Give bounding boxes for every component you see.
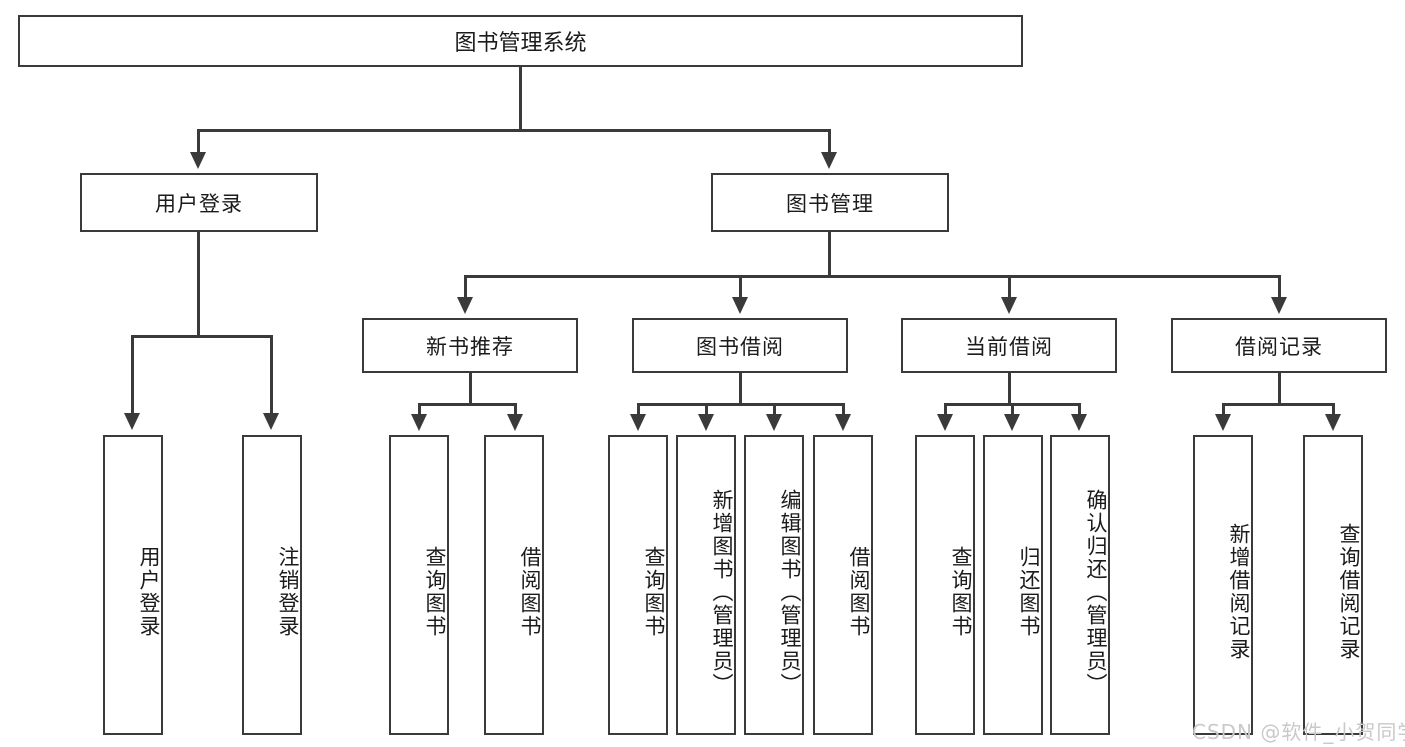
leaf-new-book-1[interactable]: 查询图书 bbox=[389, 435, 449, 735]
leaf-current-borrow-3[interactable]: 确认归还（管理员） bbox=[1050, 435, 1110, 735]
arrow-new-book-leaf-1 bbox=[411, 414, 427, 431]
node-label: 图书管理系统 bbox=[454, 31, 587, 56]
edge-book-borrow-stem bbox=[739, 373, 742, 405]
arrow-new-book-leaf-2 bbox=[507, 414, 523, 431]
edge-borrow-record-drop-1 bbox=[1222, 403, 1225, 417]
node-label: 借阅图书 bbox=[518, 546, 542, 638]
arrow-book-borrow-leaf-4 bbox=[835, 414, 851, 431]
node-user-login[interactable]: 用户登录 bbox=[80, 173, 318, 232]
leaf-user-login-1[interactable]: 用户登录 bbox=[103, 435, 163, 735]
node-label: 当前借阅 bbox=[965, 334, 1053, 359]
edge-current-borrow-drop-3 bbox=[1078, 403, 1081, 417]
node-label: 查询图书 bbox=[949, 546, 973, 638]
node-book-borrow[interactable]: 图书借阅 bbox=[632, 318, 848, 373]
arrow-borrow-record-leaf-2 bbox=[1325, 414, 1341, 431]
edge-to-new-book bbox=[464, 275, 467, 300]
node-label: 注销登录 bbox=[276, 546, 300, 638]
edge-user-login-drop-1 bbox=[131, 335, 134, 415]
arrow-current-borrow-leaf-1 bbox=[937, 414, 953, 431]
node-label: 新书推荐 bbox=[426, 334, 514, 359]
edge-borrow-record-stem bbox=[1278, 373, 1281, 405]
edge-root-bus bbox=[197, 129, 831, 132]
node-label: 查询图书 bbox=[642, 546, 666, 638]
node-new-book-recommend[interactable]: 新书推荐 bbox=[362, 318, 578, 373]
edge-user-login-stem bbox=[197, 232, 200, 337]
leaf-book-borrow-4[interactable]: 借阅图书 bbox=[813, 435, 873, 735]
edge-book-borrow-drop-1 bbox=[637, 403, 640, 417]
arrow-user-login-leaf-2 bbox=[263, 413, 279, 430]
leaf-book-borrow-3[interactable]: 编辑图书（管理员） bbox=[744, 435, 804, 735]
edge-root-to-book-mgmt bbox=[828, 129, 831, 154]
arrow-book-borrow-leaf-3 bbox=[766, 414, 782, 431]
node-label: 编辑图书（管理员） bbox=[778, 488, 802, 696]
edge-book-mgmt-stem bbox=[828, 232, 831, 277]
leaf-user-login-2[interactable]: 注销登录 bbox=[242, 435, 302, 735]
edge-current-borrow-stem bbox=[1008, 373, 1011, 405]
edge-current-borrow-drop-2 bbox=[1011, 403, 1014, 417]
node-label: 归还图书 bbox=[1017, 546, 1041, 638]
node-label: 图书借阅 bbox=[696, 334, 784, 359]
node-book-management[interactable]: 图书管理 bbox=[711, 173, 949, 232]
arrow-current-borrow-leaf-2 bbox=[1004, 414, 1020, 431]
node-label: 借阅图书 bbox=[847, 546, 871, 638]
leaf-book-borrow-1[interactable]: 查询图书 bbox=[608, 435, 668, 735]
node-label: 查询借阅记录 bbox=[1337, 523, 1361, 661]
leaf-current-borrow-1[interactable]: 查询图书 bbox=[915, 435, 975, 735]
leaf-current-borrow-2[interactable]: 归还图书 bbox=[983, 435, 1043, 735]
edge-root-stem bbox=[519, 67, 522, 131]
edge-user-login-bus bbox=[131, 335, 273, 338]
edge-to-current-borrow bbox=[1008, 275, 1011, 300]
arrow-to-book-borrow bbox=[732, 297, 748, 314]
arrow-book-borrow-leaf-2 bbox=[698, 414, 714, 431]
node-label: 用户登录 bbox=[137, 546, 161, 638]
leaf-new-book-2[interactable]: 借阅图书 bbox=[484, 435, 544, 735]
edge-book-borrow-drop-4 bbox=[842, 403, 845, 417]
arrow-book-borrow-leaf-1 bbox=[630, 414, 646, 431]
edge-book-borrow-drop-2 bbox=[705, 403, 708, 417]
edge-new-book-bus bbox=[418, 403, 517, 406]
node-label: 确认归还（管理员） bbox=[1084, 488, 1108, 696]
edge-borrow-record-bus bbox=[1222, 403, 1335, 406]
edge-book-borrow-drop-3 bbox=[773, 403, 776, 417]
leaf-borrow-record-2[interactable]: 查询借阅记录 bbox=[1303, 435, 1363, 735]
node-label: 查询图书 bbox=[423, 546, 447, 638]
arrow-user-login-leaf-1 bbox=[124, 413, 140, 430]
leaf-book-borrow-2[interactable]: 新增图书（管理员） bbox=[676, 435, 736, 735]
leaf-borrow-record-1[interactable]: 新增借阅记录 bbox=[1193, 435, 1253, 735]
node-label: 新增图书（管理员） bbox=[710, 488, 734, 696]
arrow-to-current-borrow bbox=[1001, 297, 1017, 314]
arrow-borrow-record-leaf-1 bbox=[1215, 414, 1231, 431]
edge-to-borrow-record bbox=[1278, 275, 1281, 300]
arrow-to-book-mgmt bbox=[821, 152, 837, 169]
edge-user-login-drop-2 bbox=[270, 335, 273, 415]
arrow-to-user-login bbox=[190, 152, 206, 169]
edge-borrow-record-drop-2 bbox=[1332, 403, 1335, 417]
edge-new-book-stem bbox=[469, 373, 472, 405]
node-borrow-record[interactable]: 借阅记录 bbox=[1171, 318, 1387, 373]
arrow-to-new-book bbox=[457, 297, 473, 314]
node-current-borrow[interactable]: 当前借阅 bbox=[901, 318, 1117, 373]
edge-new-book-drop-2 bbox=[514, 403, 517, 417]
arrow-to-borrow-record bbox=[1271, 297, 1287, 314]
node-label: 借阅记录 bbox=[1235, 334, 1323, 359]
node-label: 新增借阅记录 bbox=[1227, 523, 1251, 661]
edge-new-book-drop-1 bbox=[418, 403, 421, 417]
edge-book-borrow-bus bbox=[637, 403, 845, 406]
edge-root-to-user-login bbox=[197, 129, 200, 154]
arrow-current-borrow-leaf-3 bbox=[1071, 414, 1087, 431]
watermark-text: CSDN @软件_小贺同学 bbox=[1192, 720, 1405, 744]
node-label: 用户登录 bbox=[155, 191, 243, 216]
edge-book-mgmt-bus bbox=[464, 275, 1281, 278]
edge-to-book-borrow bbox=[739, 275, 742, 300]
edge-current-borrow-drop-1 bbox=[944, 403, 947, 417]
node-root-system[interactable]: 图书管理系统 bbox=[18, 15, 1023, 67]
node-label: 图书管理 bbox=[786, 191, 874, 216]
